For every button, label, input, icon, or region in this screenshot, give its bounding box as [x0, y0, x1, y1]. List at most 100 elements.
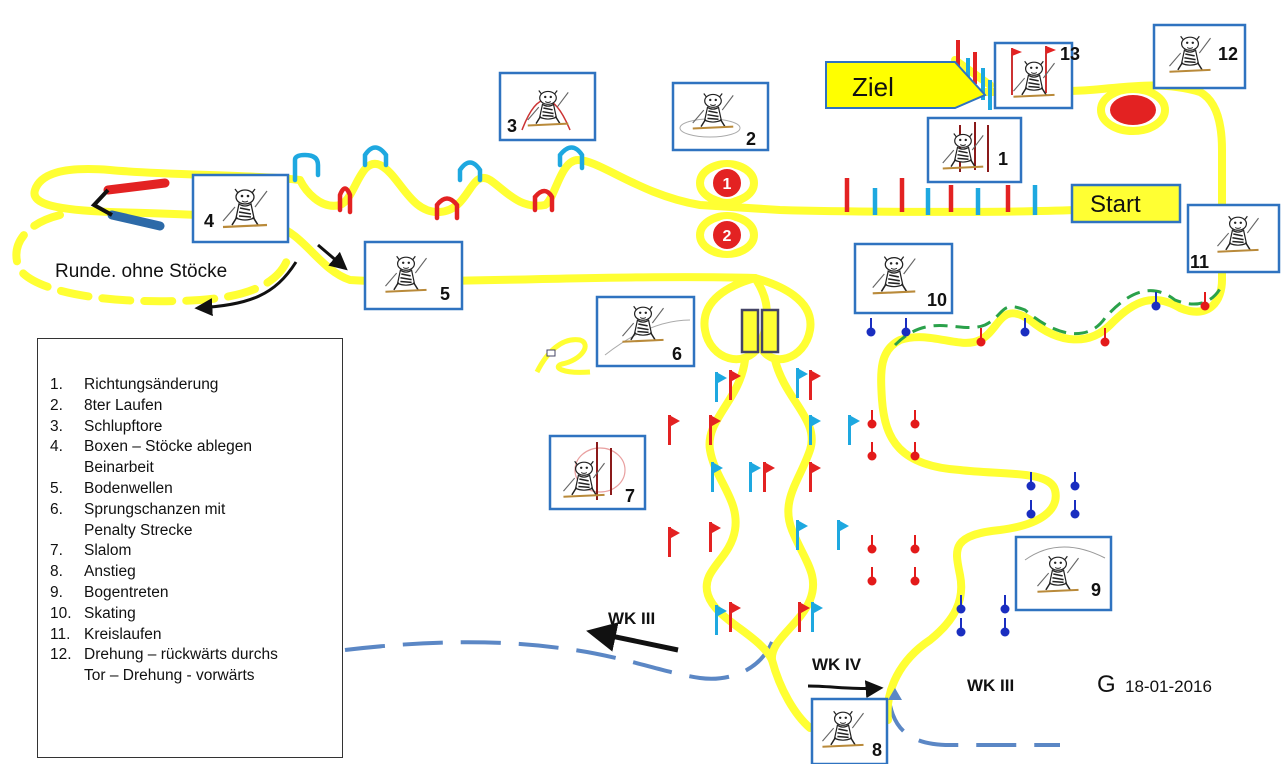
legend-item: 2. 8ter Laufen	[50, 396, 342, 417]
direction-gates	[844, 178, 1038, 215]
figure-eight-marker-2: 2	[711, 219, 743, 251]
legend-list: 1. Richtungsänderung 2. 8ter Laufen 3. Schlup…	[38, 339, 342, 687]
svg-text:10: 10	[927, 290, 947, 310]
legend-item: 9. Bogentreten	[50, 583, 342, 604]
legend-item-text: 8ter Laufen	[84, 396, 163, 414]
figure-eight-marker-1: 1	[711, 167, 743, 199]
svg-text:2: 2	[746, 129, 756, 149]
legend-item-text: Drehung – rückwärts durchs	[84, 646, 278, 664]
legend-item: 6. Sprungschanzen mit	[50, 500, 342, 521]
legend-item-number: 2.	[50, 396, 63, 414]
station-1[interactable]: 1	[926, 116, 1023, 184]
legend-item-number: 9.	[50, 583, 63, 601]
wk3-right-label: WK III	[967, 676, 1014, 695]
legend-item-number	[50, 458, 84, 479]
legend-item-number	[50, 521, 84, 542]
svg-text:1: 1	[998, 149, 1008, 169]
skating-dashed-line	[893, 284, 1224, 347]
legend-item-text: Slalom	[84, 542, 132, 560]
station-2[interactable]: 2	[671, 81, 770, 152]
legend-item-number: 12.	[50, 646, 72, 664]
legend-item-text: Skating	[84, 604, 136, 622]
svg-text:Ziel: Ziel	[852, 72, 894, 102]
penalty-sketch	[532, 332, 594, 380]
legend-item: 4. Boxen – Stöcke ablegen	[50, 437, 342, 458]
station-3[interactable]: 3	[498, 71, 597, 142]
legend-item-text: Anstieg	[84, 563, 136, 581]
legend-item: 8. Anstieg	[50, 562, 342, 583]
legend-item-text: Boxen – Stöcke ablegen	[84, 438, 253, 456]
svg-text:1: 1	[723, 176, 732, 193]
station-5[interactable]: 5	[363, 240, 464, 311]
legend-item-text: Sprungschanzen mit	[84, 500, 226, 518]
svg-text:13: 13	[1060, 44, 1080, 64]
station-6[interactable]: 6	[595, 295, 696, 368]
station-12[interactable]: 12	[1152, 23, 1247, 90]
round-label: Runde. ohne Stöcke	[55, 261, 227, 282]
legend-item: 3. Schlupftore	[50, 417, 342, 438]
svg-text:3: 3	[507, 116, 517, 136]
wk4-label: WK IV	[812, 655, 862, 674]
date-label: 18-01-2016	[1125, 677, 1212, 696]
legend-item-number	[50, 666, 84, 687]
legend-item: 7. Slalom	[50, 541, 342, 562]
wk3-dashed-route	[344, 640, 1060, 747]
wk3-left-label: WK III	[608, 609, 655, 628]
svg-text:Start: Start	[1090, 191, 1141, 218]
legend-item: 5. Bodenwellen	[50, 479, 342, 500]
legend-item-text: Tor – Drehung - vorwärts	[84, 667, 255, 685]
svg-text:6: 6	[672, 344, 682, 364]
legend-item-number: 11.	[50, 625, 71, 643]
legend-item-number: 6.	[50, 500, 63, 518]
legend-item-text: Kreislaufen	[84, 625, 162, 643]
legend-item-number: 7.	[50, 542, 63, 560]
station-7[interactable]: 7	[548, 434, 647, 511]
svg-text:2: 2	[723, 228, 732, 245]
legend-item: 11. Kreislaufen	[50, 625, 342, 646]
finish-sign: Ziel	[825, 61, 987, 109]
legend-item: Beinarbeit	[50, 458, 342, 479]
slalom-flags	[668, 368, 860, 635]
legend-item: 1. Richtungsänderung	[50, 375, 342, 396]
legend-item-text: Penalty Strecke	[84, 521, 193, 539]
legend-box: 1. Richtungsänderung 2. 8ter Laufen 3. Schlup…	[37, 338, 343, 758]
legend-item-text: Beinarbeit	[84, 459, 154, 477]
start-sign: Start	[1070, 183, 1182, 224]
legend-item-number: 8.	[50, 563, 63, 581]
svg-text:5: 5	[440, 284, 450, 304]
station-10[interactable]: 10	[853, 242, 954, 315]
legend-item: Tor – Drehung - vorwärts	[50, 666, 342, 687]
legend-item-number: 4.	[50, 438, 63, 456]
boxes-obstacle	[90, 178, 170, 231]
station-8[interactable]: 8	[810, 697, 889, 764]
turn-circle-marker	[1110, 95, 1156, 125]
legend-item-number: 3.	[50, 417, 63, 435]
legend-item-text: Bodenwellen	[84, 479, 173, 497]
svg-text:11: 11	[1190, 252, 1209, 272]
svg-text:12: 12	[1218, 44, 1238, 64]
legend-item: 12. Drehung – rückwärts durchs	[50, 645, 342, 666]
jump-ramps	[740, 308, 780, 354]
svg-text:9: 9	[1091, 580, 1101, 600]
station-11[interactable]: 11	[1186, 203, 1281, 274]
schlupftore-gates	[292, 145, 585, 221]
signature-mark: G	[1097, 671, 1116, 698]
up-arrow-icon	[888, 688, 902, 700]
legend-item-text: Schlupftore	[84, 417, 163, 435]
legend-item-number: 1.	[50, 376, 63, 393]
legend-item-number: 5.	[50, 479, 63, 497]
station-13[interactable]: 13	[993, 41, 1080, 110]
svg-text:8: 8	[872, 740, 882, 760]
legend-item: Penalty Strecke	[50, 521, 342, 542]
svg-text:7: 7	[625, 486, 635, 506]
svg-text:4: 4	[204, 211, 214, 231]
legend-item-text: Richtungsänderung	[84, 376, 219, 393]
direction-arrows	[194, 243, 884, 699]
station-4[interactable]: 4	[191, 173, 290, 244]
legend-item: 10. Skating	[50, 604, 342, 625]
legend-item-number: 10.	[50, 604, 72, 622]
station-9[interactable]: 9	[1014, 535, 1113, 612]
legend-item-text: Bogentreten	[84, 583, 169, 601]
